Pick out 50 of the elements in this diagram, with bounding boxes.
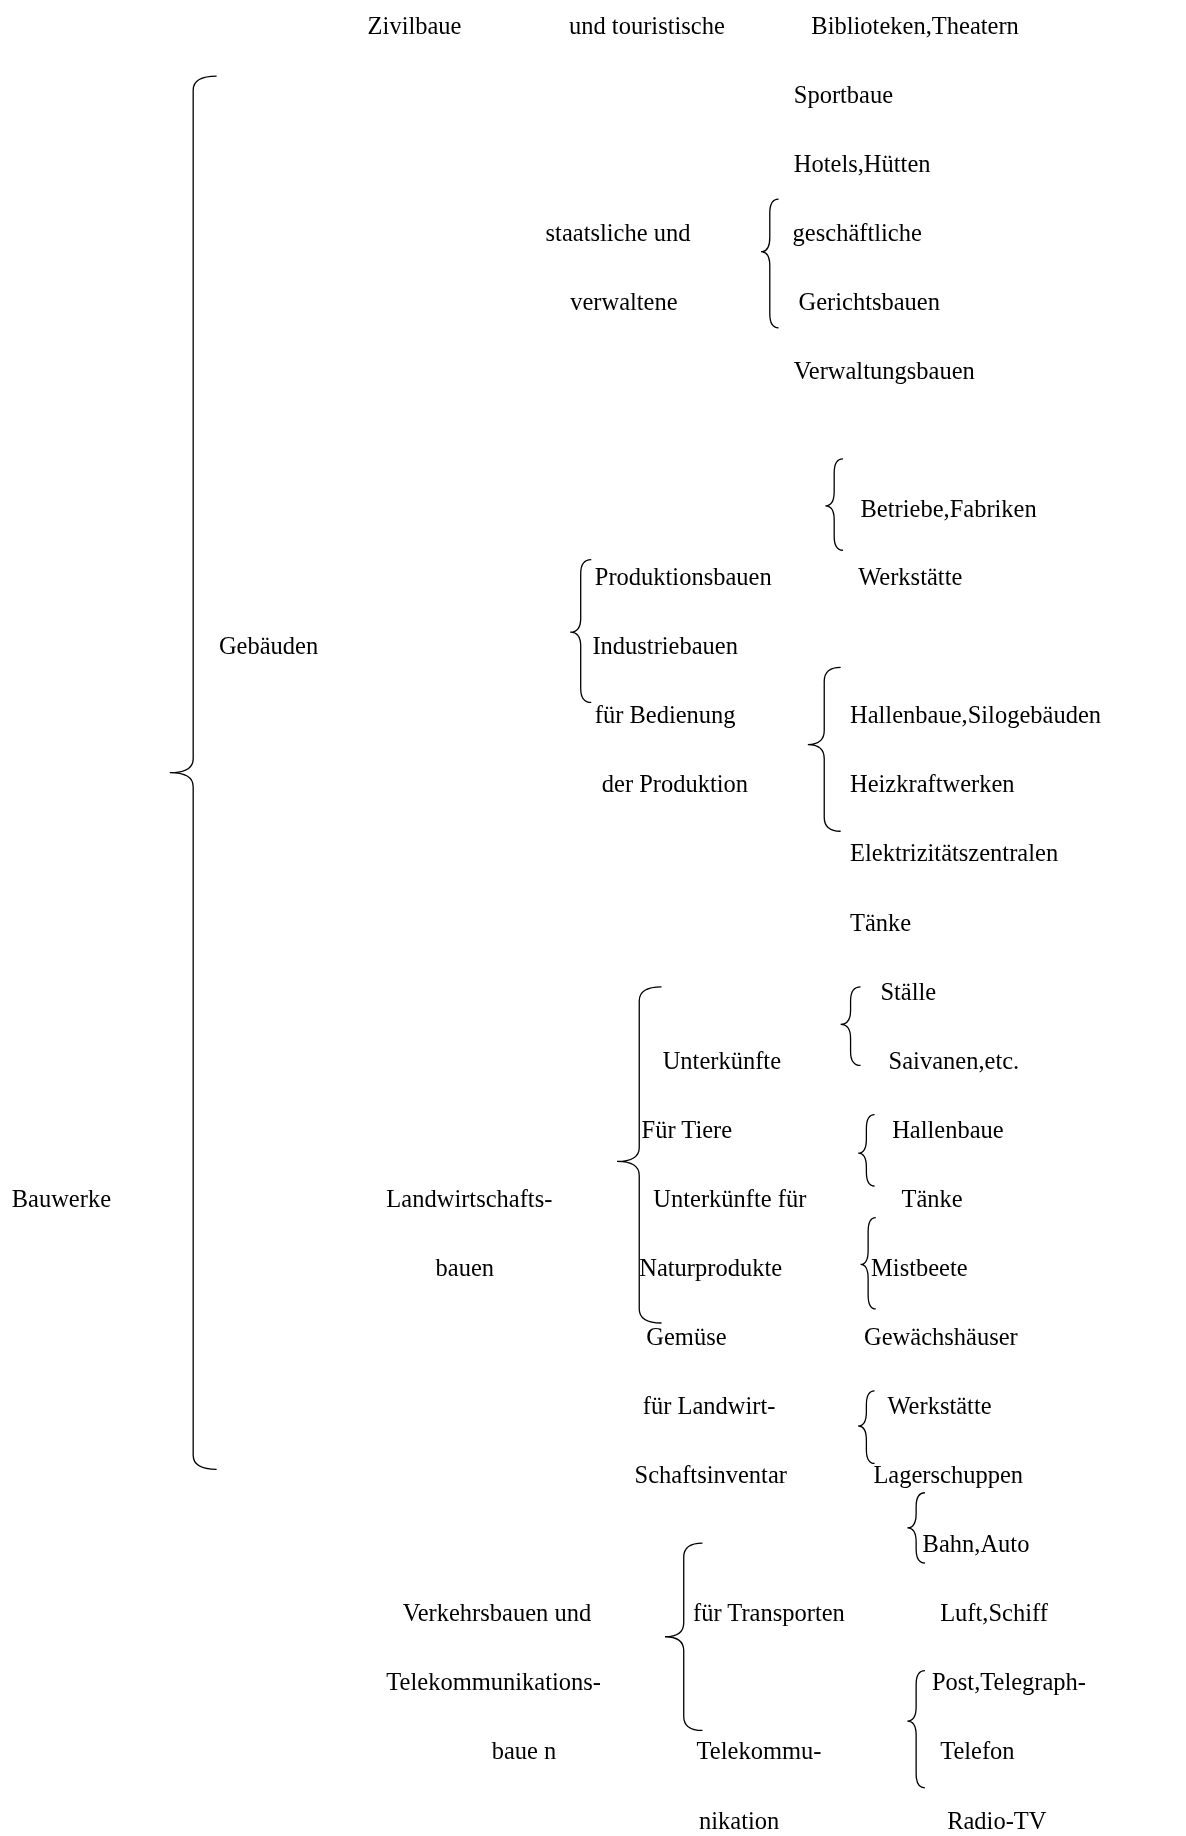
category-label: Sportbaue [793, 81, 894, 109]
category-label: baue n [491, 1738, 557, 1765]
category-label: Radio-TV [947, 1807, 1047, 1835]
category-label: Telefon [940, 1738, 1015, 1765]
category-label: Tänke [901, 1185, 963, 1213]
category-label: der Produktion [601, 770, 749, 798]
category-label: Werkstätte [858, 563, 963, 591]
category-label: Werkstätte [887, 1392, 992, 1420]
category-label: Gewächshäuser [864, 1323, 1018, 1351]
category-label: Unterkünfte für [653, 1185, 807, 1213]
category-label: für Landwirt- [642, 1392, 776, 1420]
category-label: Schaftsinventar [634, 1461, 787, 1489]
category-label: Industriebauen [592, 632, 738, 660]
category-label: verwaltene [570, 288, 678, 316]
category-label: Gemüse [646, 1323, 727, 1351]
category-label: Gebäuden [218, 632, 319, 660]
category-label: Heizkraftwerken [850, 770, 1015, 798]
category-label: Unterkünfte [662, 1047, 782, 1075]
category-label: Biblioteken,Theatern [811, 12, 1019, 40]
category-label: Gerichtsbauen [798, 288, 940, 316]
category-label: Hallenbaue,Silogebäuden [850, 701, 1102, 729]
category-label: Lagerschuppen [873, 1461, 1024, 1489]
category-label: für Bedienung [594, 701, 736, 729]
category-label: Telekommu- [696, 1738, 822, 1765]
category-label: Luft,Schiff [940, 1599, 1048, 1627]
category-label: bauen [435, 1254, 494, 1282]
category-label: staatsliche und [545, 219, 691, 247]
category-label: Hotels,Hütten [793, 150, 931, 178]
category-label: und touristische [569, 12, 725, 40]
category-label: Ställe [880, 978, 937, 1006]
category-label: für Transporten [693, 1599, 845, 1627]
category-label: Bauwerke [11, 1185, 112, 1213]
category-label: Hallenbaue [892, 1116, 1004, 1144]
category-label: Elektrizitätszentralen [850, 840, 1059, 867]
category-label: Verwaltungsbauen [793, 357, 975, 385]
category-label: Telekommunikations- [386, 1668, 601, 1696]
category-label: Für Tiere [641, 1116, 733, 1144]
category-label: Tänke [850, 909, 912, 937]
category-label: Produktionsbauen [594, 563, 772, 591]
category-label: Bahn,Auto [922, 1530, 1030, 1558]
category-label: nikation [698, 1807, 780, 1835]
category-label: Zivilbaue [367, 12, 462, 40]
category-label: Mistbeete [871, 1254, 968, 1282]
category-label: Betriebe,Fabriken [860, 495, 1037, 523]
category-label: geschäftliche [792, 219, 922, 247]
category-label: Saivanen,etc. [888, 1047, 1020, 1075]
category-label: Naturprodukte [639, 1254, 783, 1282]
category-label: Landwirtschafts- [386, 1185, 553, 1213]
category-label: Post,Telegraph- [931, 1668, 1087, 1696]
category-label: Verkehrsbauen und [402, 1599, 592, 1627]
